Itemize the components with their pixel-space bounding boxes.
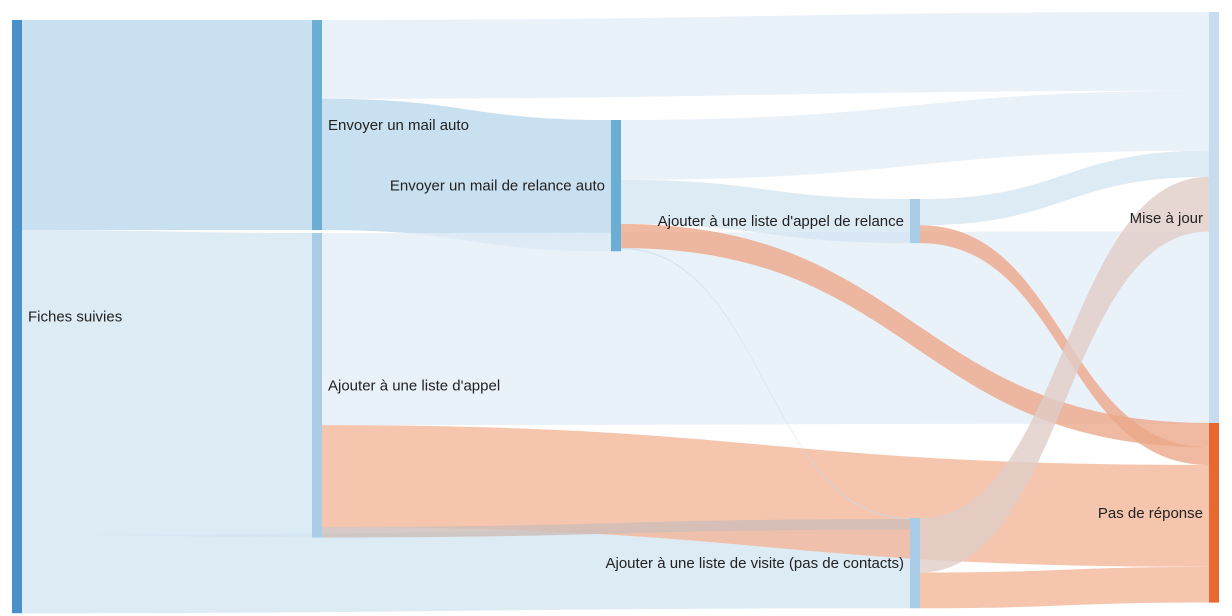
link-mail-to-maj[interactable] [322, 12, 1209, 99]
node-pas_rep[interactable] [1209, 423, 1219, 603]
node-label-appel: Ajouter à une liste d'appel [328, 377, 500, 394]
node-label-relance_appel: Ajouter à une liste d'appel de relance [658, 213, 904, 230]
link-relance_mail-to-visite[interactable] [621, 248, 910, 520]
node-relance_mail[interactable] [611, 120, 621, 252]
node-maj[interactable] [1209, 12, 1219, 424]
node-label-pas_rep: Pas de réponse [1098, 505, 1203, 522]
node-label-mail: Envoyer un mail auto [328, 117, 469, 134]
link-fiches-to-appel[interactable] [22, 230, 312, 538]
node-visite[interactable] [910, 518, 920, 609]
node-appel[interactable] [312, 233, 322, 538]
sankey-nodes [12, 12, 1219, 614]
node-relance_appel[interactable] [910, 199, 920, 244]
node-label-maj: Mise à jour [1130, 210, 1203, 227]
link-fiches-to-visite[interactable] [22, 529, 910, 614]
link-mail-to-relance_mail[interactable] [322, 98, 611, 252]
link-fiches-to-mail[interactable] [22, 20, 312, 230]
link-appel-to-visite[interactable] [322, 519, 910, 538]
node-label-visite: Ajouter à une liste de visite (pas de co… [606, 555, 905, 572]
link-relance_appel-to-pas_rep[interactable] [920, 225, 1209, 465]
link-relance_mail-to-relance_appel[interactable] [621, 179, 910, 244]
link-visite-to-pas_rep[interactable] [920, 566, 1209, 609]
sankey-links [22, 12, 1209, 614]
node-label-relance_mail: Envoyer un mail de relance auto [390, 178, 605, 195]
node-label-fiches: Fiches suivies [28, 309, 122, 326]
node-mail[interactable] [312, 20, 322, 230]
sankey-labels: Fiches suivies Envoyer un mail autoAjoute… [28, 117, 1203, 572]
link-relance_mail-to-maj[interactable] [621, 90, 1209, 180]
link-relance_mail-to-pas_rep[interactable] [621, 223, 1209, 448]
node-fiches[interactable] [12, 20, 22, 614]
link-visite-to-maj[interactable] [920, 176, 1209, 573]
link-relance_appel-to-maj[interactable] [920, 150, 1209, 226]
